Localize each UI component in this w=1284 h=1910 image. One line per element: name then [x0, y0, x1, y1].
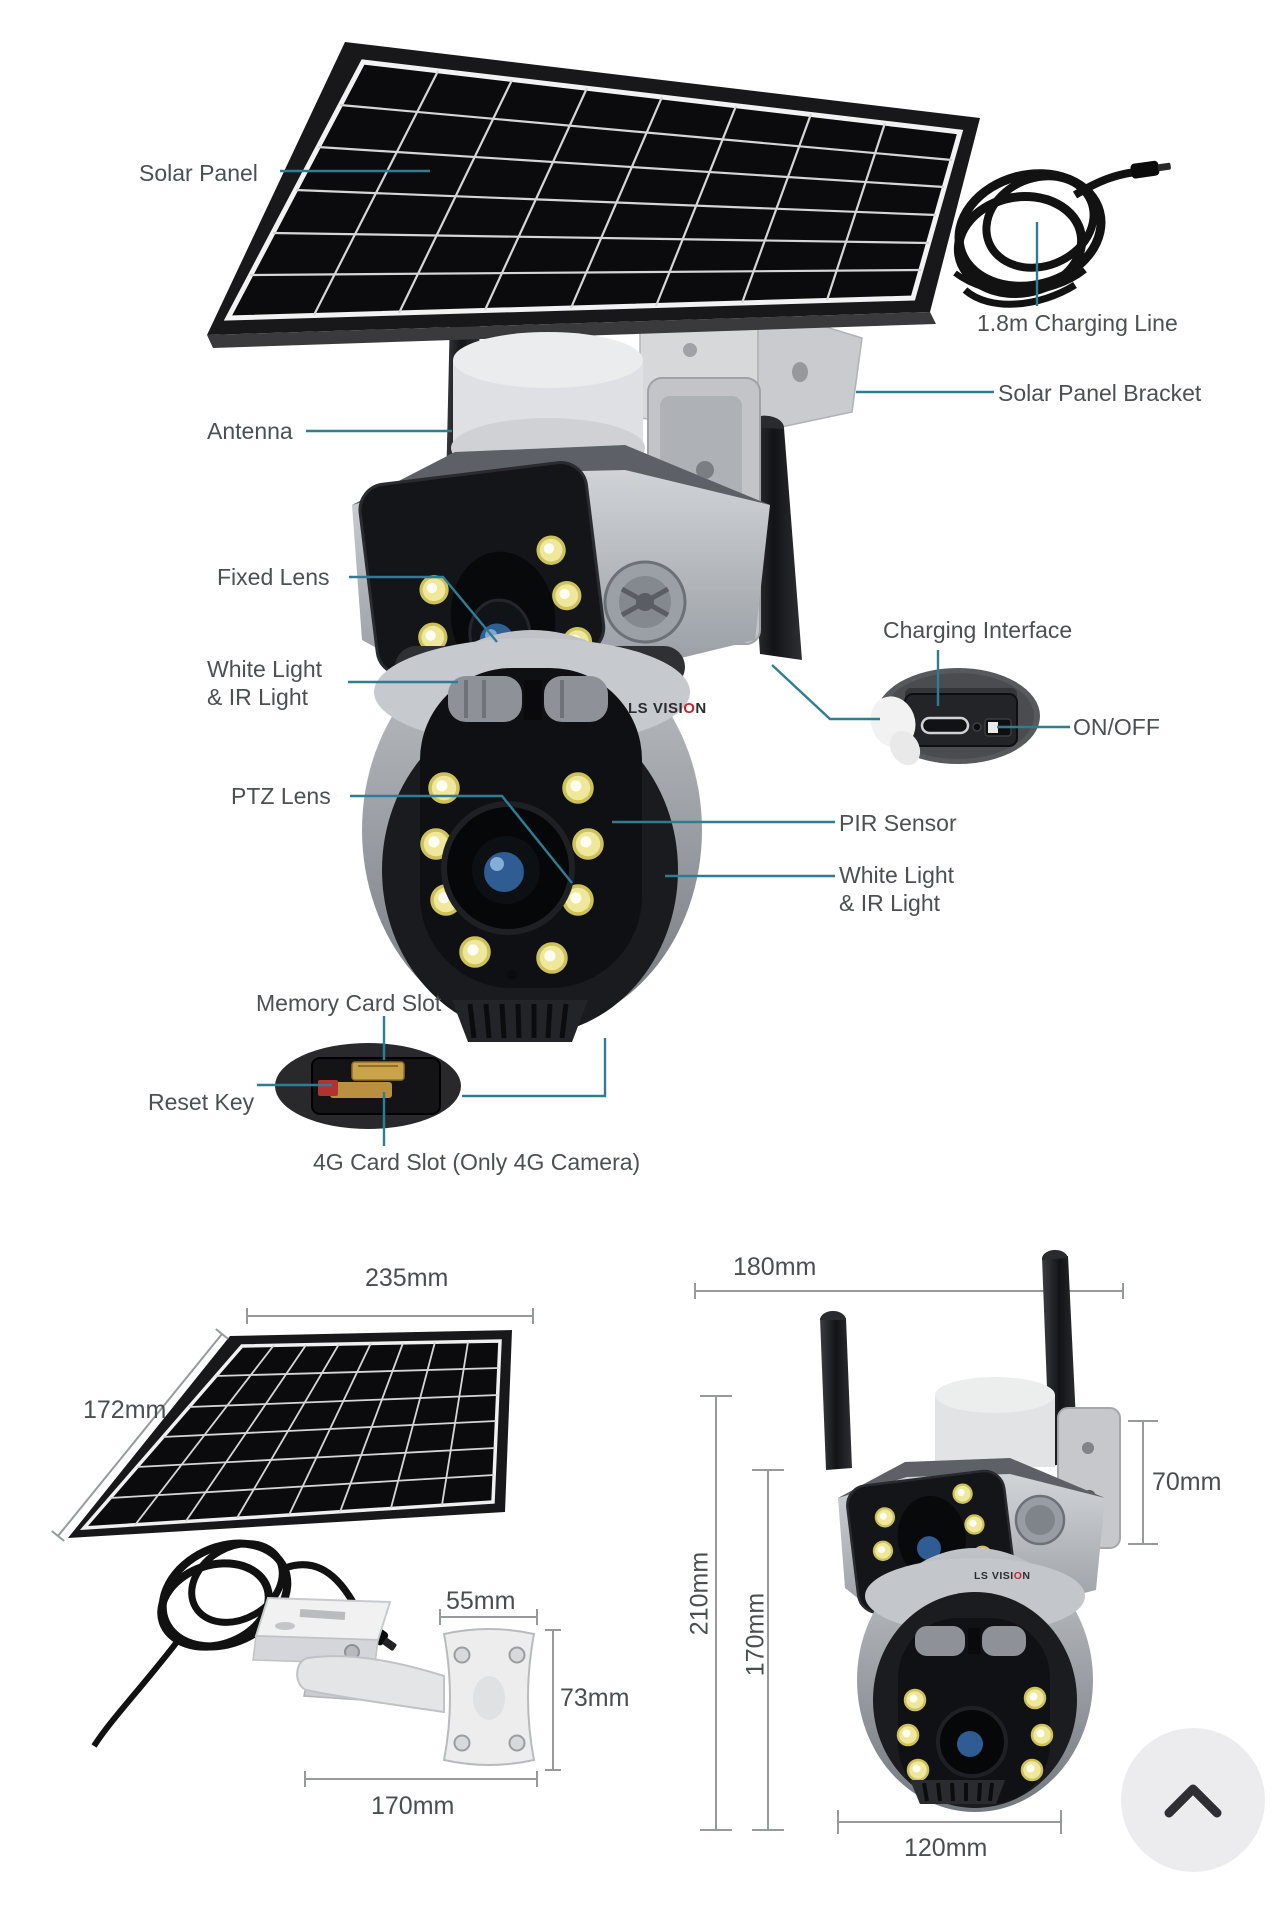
dim-panel-width: 235mm [365, 1264, 449, 1292]
leader-ptz-lens [350, 794, 573, 884]
solar-panel-grid [249, 70, 953, 316]
chevron-up-icon [1164, 1784, 1222, 1818]
charging-interface-inset [870, 668, 1040, 766]
dim-bracket-plate-height: 73mm [560, 1684, 630, 1712]
label-white-ir-front: White Light & IR Light [207, 655, 322, 711]
solar-panel-illustration [207, 42, 980, 348]
card-slot-inset [275, 1043, 461, 1129]
label-charging-line: 1.8m Charging Line [977, 310, 1178, 336]
label-white-ir-ptz-line1: White Light [839, 862, 955, 888]
label-reset-key: Reset Key [148, 1089, 255, 1115]
panel-cable [91, 1539, 369, 1748]
dim-camera-bracket-depth: 70mm [1152, 1468, 1222, 1496]
leader-inset-link [462, 1038, 607, 1098]
dim-panel-height: 172mm [83, 1396, 167, 1424]
speaker-emblem [603, 560, 687, 644]
label-white-ir-ptz-line2: & IR Light [839, 890, 940, 917]
label-sim-card-slot: 4G Card Slot (Only 4G Camera) [313, 1149, 641, 1175]
camera-brand-logo-small: LS VISION [974, 1570, 1031, 1582]
dimension-lines [51, 1283, 1158, 1834]
dim-bracket-arm-length: 170mm [371, 1792, 455, 1820]
memory-card [351, 1061, 405, 1081]
pir-sensor [524, 680, 542, 720]
dim-bracket-plate-width: 55mm [446, 1587, 516, 1615]
label-solar-panel: Solar Panel [139, 160, 258, 186]
dim-camera-total-height: 210mm [685, 1551, 714, 1636]
label-fixed-lens: Fixed Lens [217, 564, 330, 590]
label-ptz-lens: PTZ Lens [231, 783, 331, 809]
camera-dimension-illustration [820, 1249, 1121, 1812]
camera-brand-logo: LS VISION [628, 700, 707, 717]
usb-c-port [920, 716, 970, 735]
label-white-ir-front-line2: & IR Light [207, 684, 308, 711]
label-white-ir-front-line1: White Light [207, 656, 323, 682]
wall-bracket-illustration [252, 1596, 536, 1766]
dim-camera-width: 180mm [733, 1253, 817, 1281]
charging-line-illustration [953, 160, 1171, 308]
label-white-ir-ptz: White Light & IR Light [839, 861, 954, 917]
dim-camera-body-height: 170mm [741, 1592, 770, 1677]
scroll-to-top-button[interactable] [1121, 1728, 1265, 1872]
solar-panel-dimension-illustration [68, 1330, 512, 1748]
label-on-off: ON/OFF [1073, 714, 1160, 740]
label-pir-sensor: PIR Sensor [839, 810, 957, 836]
dim-camera-base-width: 120mm [904, 1834, 988, 1862]
reset-button [318, 1080, 338, 1096]
leader-fixed-lens [349, 575, 498, 643]
label-antenna: Antenna [207, 418, 293, 444]
label-memory-card-slot: Memory Card Slot [256, 990, 442, 1016]
label-charging-interface: Charging Interface [883, 617, 1073, 643]
leader-charging-inset-link [771, 664, 880, 721]
ptz-dome [362, 630, 702, 1042]
sim-card-tray [330, 1082, 392, 1098]
label-solar-panel-bracket: Solar Panel Bracket [998, 380, 1202, 406]
callout-leader-lines [257, 169, 1070, 1146]
